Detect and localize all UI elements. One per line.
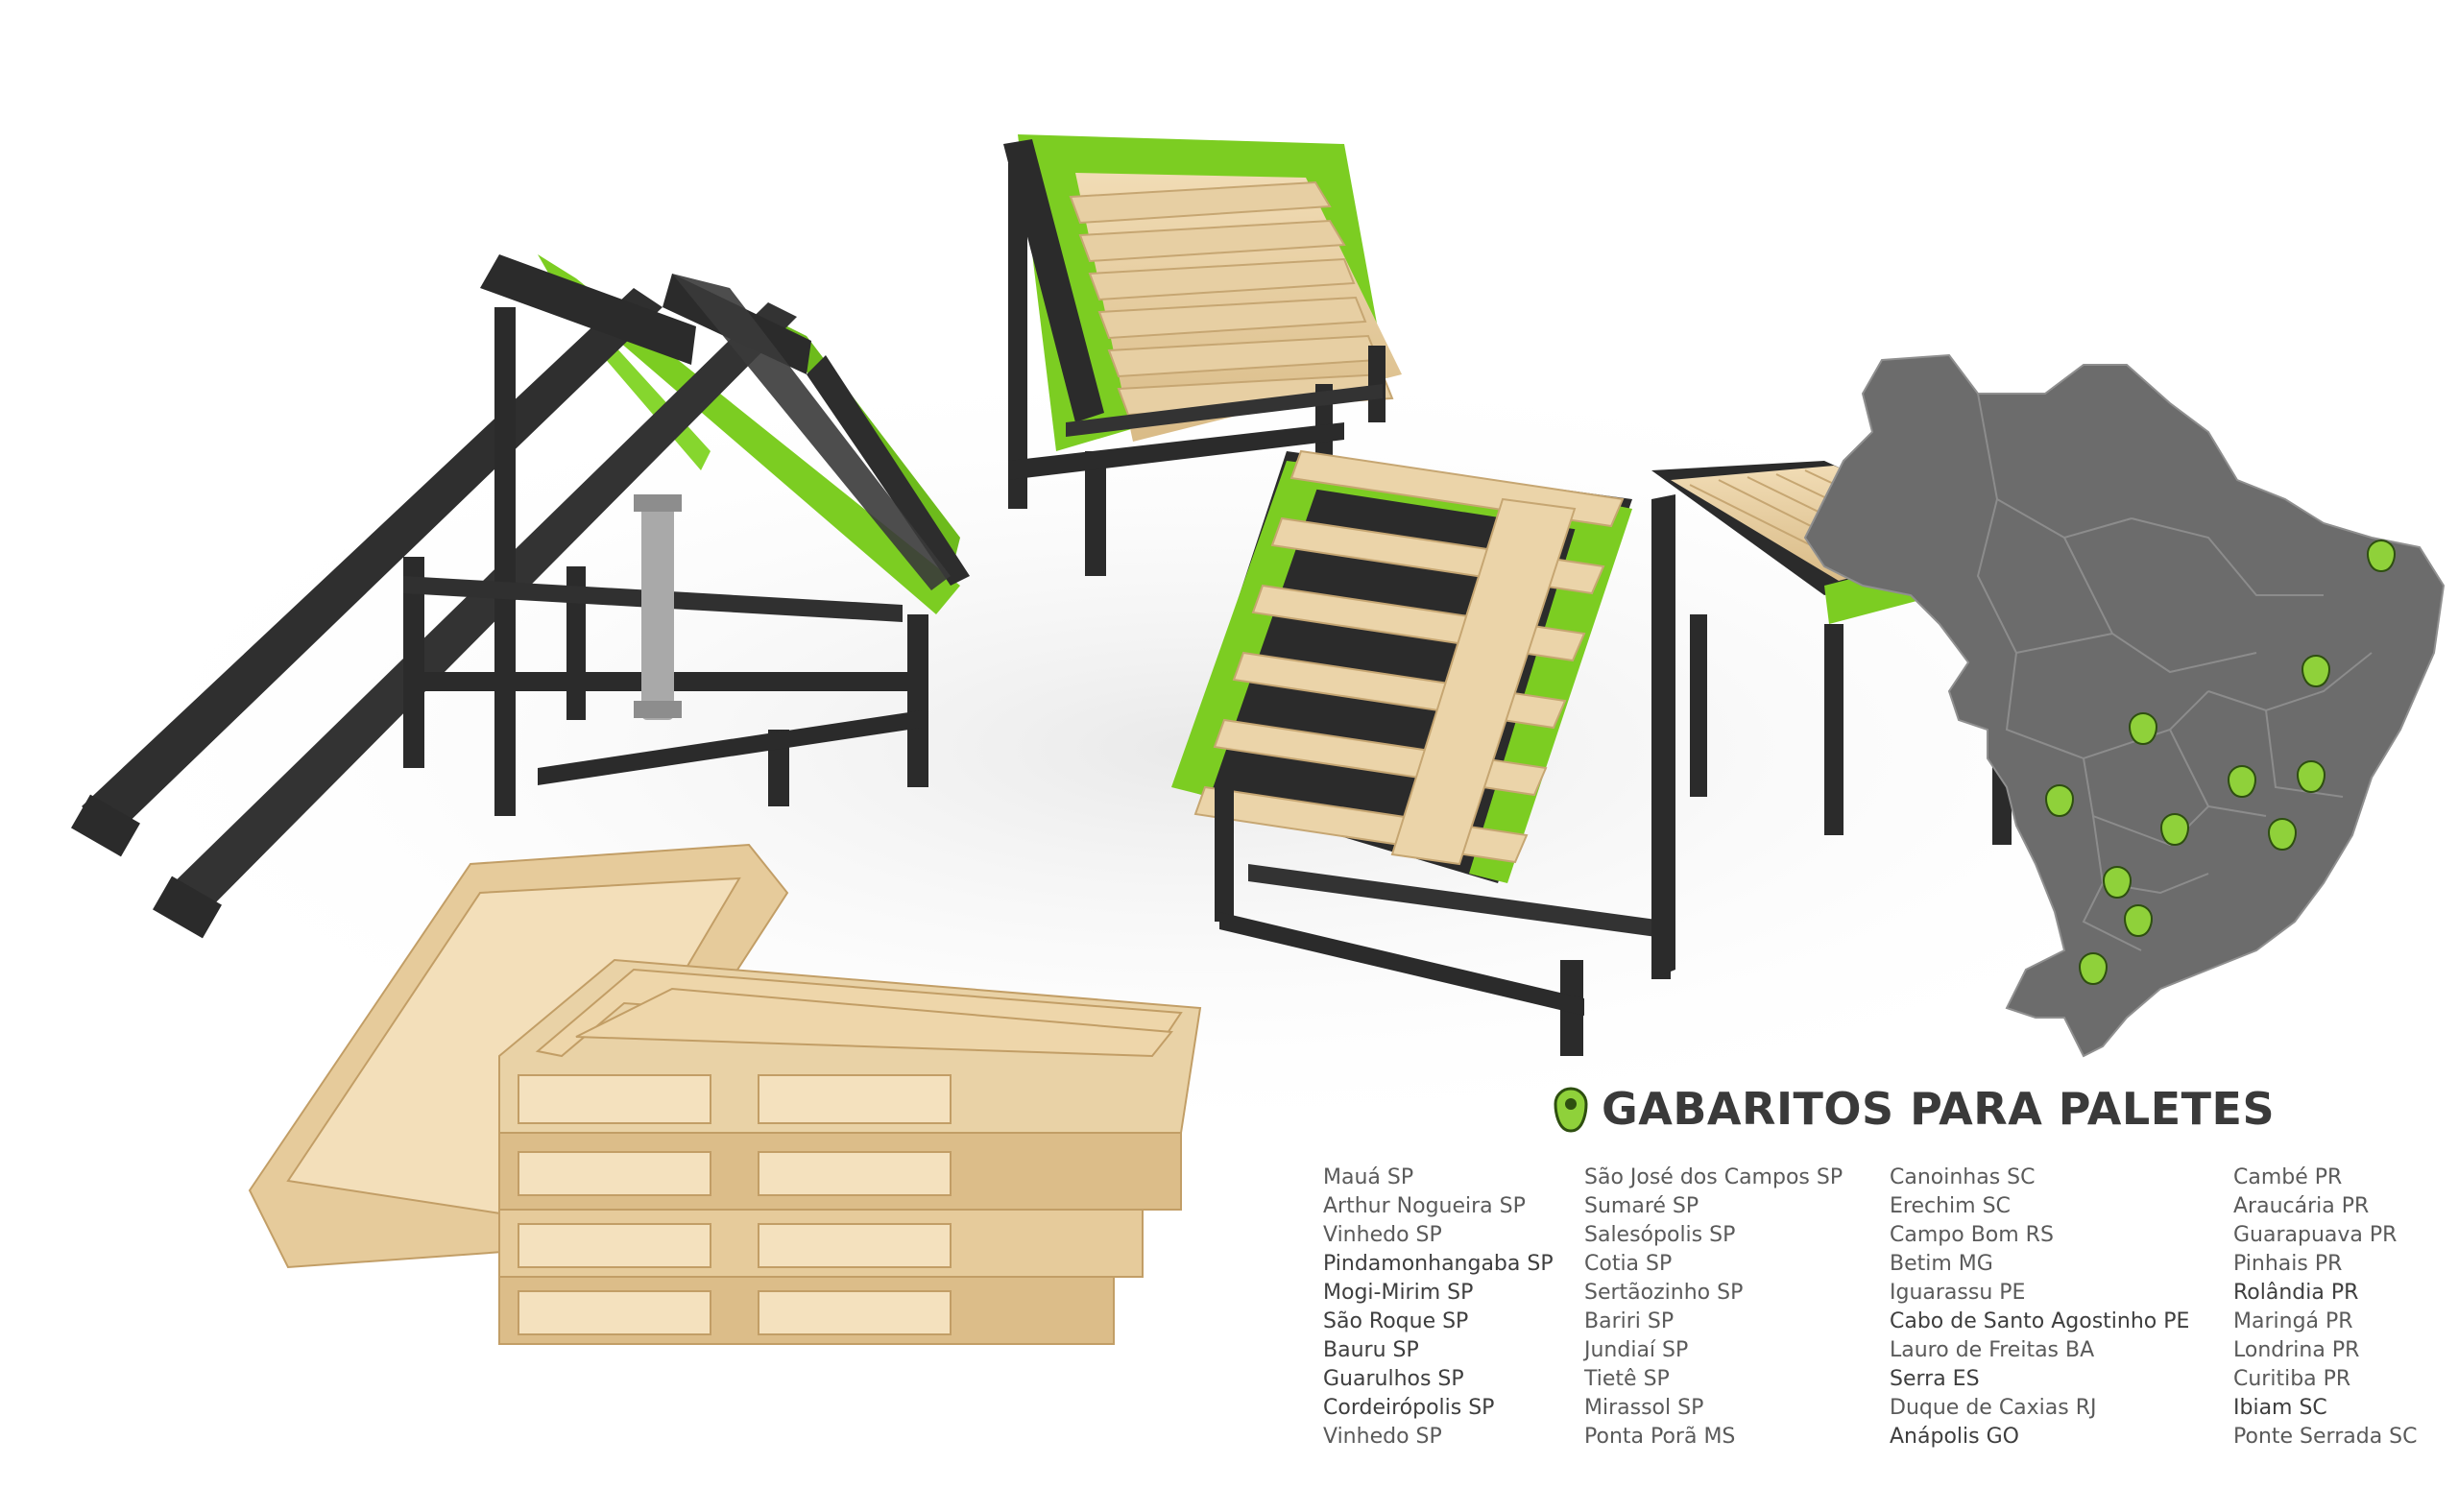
list-item: Cotia SP (1584, 1252, 1673, 1276)
machine-top (1003, 134, 1402, 576)
list-item: Duque de Caxias RJ (1890, 1396, 2097, 1420)
list-item: Cordeirópolis SP (1323, 1396, 1495, 1420)
list-item: Lauro de Freitas BA (1890, 1338, 2095, 1362)
list-item: Ponte Serrada SC (2233, 1425, 2418, 1449)
map-pin-icon (2123, 904, 2154, 938)
map-pin-icon (2078, 952, 2109, 986)
brazil-map (1803, 353, 2446, 1058)
list-item: Anápolis GO (1890, 1425, 2019, 1449)
list-item: Guarapuava PR (2233, 1223, 2398, 1247)
list-item: Pindamonhangaba SP (1323, 1252, 1554, 1276)
list-item: Londrina PR (2233, 1338, 2360, 1362)
list-item: Bauru SP (1323, 1338, 1419, 1362)
list-item: Ibiam SC (2233, 1396, 2327, 1420)
list-item: Sertãozinho SP (1584, 1281, 1744, 1305)
list-item: São José dos Campos SP (1584, 1165, 1844, 1189)
machine-right (1171, 449, 2012, 1056)
list-item: Iguarassu PE (1890, 1281, 2026, 1305)
list-item: Canoinhas SC (1890, 1165, 2036, 1189)
list-item: Ponta Porã MS (1584, 1425, 1736, 1449)
list-item: Mauá SP (1323, 1165, 1414, 1189)
list-item: Bariri SP (1584, 1309, 1675, 1333)
map-pin-icon (2044, 784, 2075, 818)
list-item: Salesópolis SP (1584, 1223, 1736, 1247)
list-item: Campo Bom RS (1890, 1223, 2054, 1247)
list-item: Sumaré SP (1584, 1194, 1699, 1218)
page-title: GABARITOS PARA PALETES (1602, 1083, 2276, 1135)
city-list-col-3: Canoinhas SC Erechim SC Campo Bom RS Bet… (1890, 1164, 2189, 1452)
list-item: Mogi-Mirim SP (1323, 1281, 1474, 1305)
map-pin-icon (2102, 866, 2133, 900)
list-item: Mirassol SP (1584, 1396, 1704, 1420)
map-pin-icon (2128, 712, 2158, 746)
list-item: Araucária PR (2233, 1194, 2370, 1218)
list-item: Betim MG (1890, 1252, 1993, 1276)
city-list-col-1: Mauá SP Arthur Nogueira SP Vinhedo SP Pi… (1323, 1164, 1554, 1452)
map-pin-icon (1554, 1087, 1588, 1133)
list-item: Guarulhos SP (1323, 1367, 1464, 1391)
list-item: Arthur Nogueira SP (1323, 1194, 1526, 1218)
list-item: Vinhedo SP (1323, 1425, 1442, 1449)
map-pin-icon (2267, 818, 2298, 852)
map-pin-icon (2296, 760, 2326, 794)
map-pin-icon (2366, 540, 2397, 573)
list-item: Rolândia PR (2233, 1281, 2359, 1305)
city-list-col-2: São José dos Campos SP Sumaré SP Salesóp… (1584, 1164, 1843, 1452)
wooden-pallets (248, 843, 1202, 1345)
list-item: Erechim SC (1890, 1194, 2011, 1218)
city-list-col-4: Cambé PR Araucária PR Guarapuava PR Pinh… (2233, 1164, 2418, 1452)
machine-left (71, 254, 970, 939)
list-item: Cabo de Santo Agostinho PE (1890, 1309, 2190, 1333)
list-item: São Roque SP (1323, 1309, 1469, 1333)
map-pin-icon (2301, 655, 2331, 688)
list-item: Jundiaí SP (1584, 1338, 1689, 1362)
list-item: Vinhedo SP (1323, 1223, 1442, 1247)
list-item: Serra ES (1890, 1367, 1980, 1391)
list-item: Pinhais PR (2233, 1252, 2343, 1276)
map-pin-icon (2159, 813, 2190, 847)
map-pin-icon (2227, 765, 2257, 799)
list-item: Cambé PR (2233, 1165, 2343, 1189)
list-item: Curitiba PR (2233, 1367, 2351, 1391)
list-item: Maringá PR (2233, 1309, 2353, 1333)
title-row: GABARITOS PARA PALETES (1554, 1083, 2275, 1135)
list-item: Tietê SP (1584, 1367, 1670, 1391)
